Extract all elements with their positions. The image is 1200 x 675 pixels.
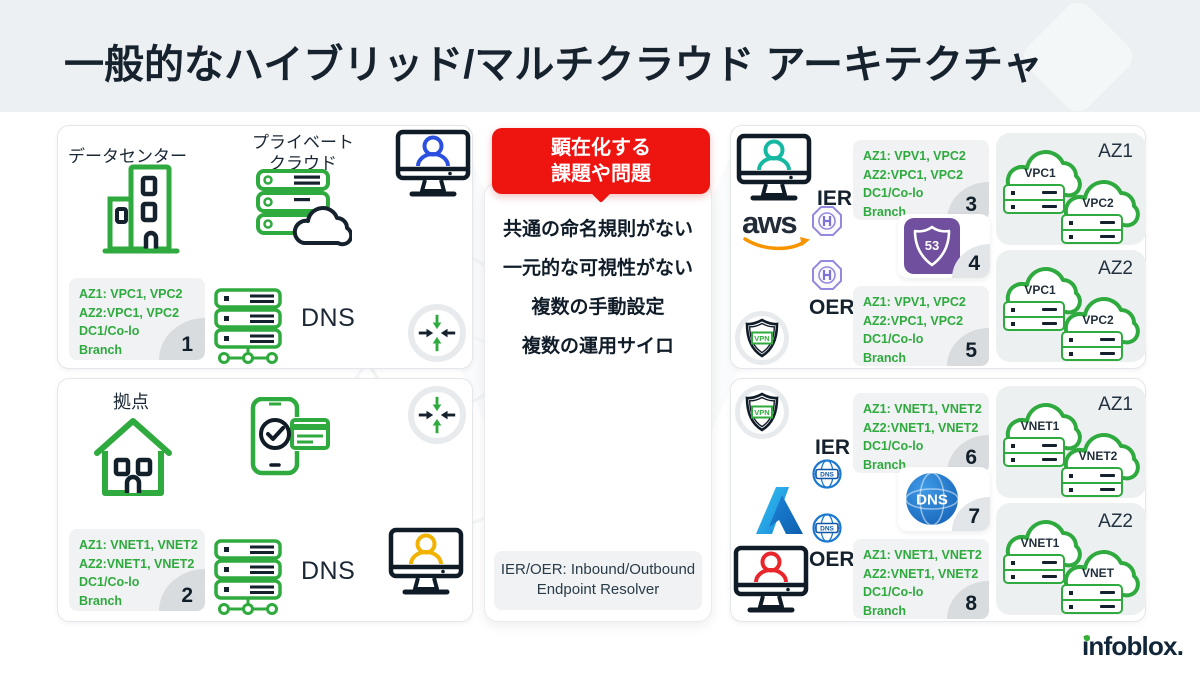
network-info-box-6: AZ1: VNET1, VNET2 AZ2:VNET1, VNET2 DC1/C… (853, 393, 989, 473)
building-icon (102, 164, 180, 254)
datacenter-label: データセンター (68, 147, 187, 166)
datacenter-panel: データセンター プライベート クラウド (57, 125, 473, 369)
branch-label: 拠点 (113, 392, 149, 412)
server-chip (1003, 184, 1065, 214)
dns-server-icon (214, 539, 282, 615)
server-chip (1003, 301, 1065, 331)
monitor-user-teal-icon (736, 133, 812, 201)
vnet-cloud: VNET (1058, 543, 1142, 615)
ier-label: IER (817, 187, 853, 210)
house-icon (94, 418, 172, 496)
issues-card (484, 182, 712, 622)
ier-label: IER (815, 436, 851, 459)
vpn-shield-icon: VPN (735, 311, 789, 365)
dns-label: DNS (301, 304, 356, 332)
server-chip (1061, 331, 1123, 361)
issues-list: 共通の命名規則がない 一元的な可視性がない 複数の手動設定 複数の運用サイロ (484, 210, 712, 366)
header-band: 一般的なハイブリッド/マルチクラウド アーキテクチャ (0, 0, 1200, 112)
azure-az1-box: AZ1 VNET1 VNET2 (996, 386, 1146, 498)
svg-text:DNS: DNS (916, 492, 948, 509)
issue-item: 一元的な可視性がない (502, 258, 693, 279)
monitor-user-red-icon (733, 545, 809, 613)
server-chip (1003, 554, 1065, 584)
ier-oer-footnote: IER/OER: Inbound/Outbound Endpoint Resol… (494, 551, 702, 610)
route53-card: 53 4 (898, 214, 990, 278)
dns-server-icon (214, 288, 282, 364)
traffic-converge-icon (408, 386, 466, 444)
mobile-payment-icon (250, 397, 331, 476)
svg-text:DNS: DNS (820, 526, 834, 533)
monitor-user-blue-icon (395, 129, 471, 197)
route53-icon: 53 (904, 218, 960, 274)
azure-panel: VPN IER DNS DNS OE (730, 378, 1146, 622)
vpc-cloud: VPC2 (1058, 173, 1142, 245)
vnet-cloud: VNET2 (1058, 426, 1142, 498)
resolver-endpoint-icon (812, 260, 842, 290)
page-title: 一般的なハイブリッド/マルチクラウド アーキテクチャ (64, 43, 1043, 87)
vpc-cloud: VPC1 (1000, 143, 1084, 235)
dns-globe-icon: DNS (812, 459, 842, 489)
vnet-cloud: VNET1 (1000, 513, 1084, 605)
network-info-box-8: AZ1: VNET1, VNET2 AZ2:VNET1, VNET2 DC1/C… (853, 539, 989, 619)
issue-item: 共通の命名規則がない (502, 219, 693, 240)
monitor-user-yellow-icon (388, 527, 464, 595)
private-cloud-servers-icon (256, 169, 352, 247)
private-cloud-label: プライベート クラウド (252, 133, 354, 174)
azure-logo (756, 487, 803, 534)
server-chip (1061, 467, 1123, 497)
svg-text:VPN: VPN (754, 408, 769, 417)
aws-logo: aws (742, 207, 816, 259)
dns-globe-icon: DNS (812, 513, 842, 543)
dns-label: DNS (301, 557, 356, 585)
svg-text:DNS: DNS (820, 472, 834, 479)
network-info-box-2: AZ1: VNET1, VNET2 AZ2:VNET1, VNET2 DC1/C… (69, 529, 205, 611)
vpc-cloud: VPC1 (1000, 260, 1084, 352)
server-chip (1003, 437, 1065, 467)
resolver-endpoint-icon (812, 206, 842, 236)
aws-az2-box: AZ2 VPC1 VPC2 (996, 250, 1146, 362)
server-chip (1061, 584, 1123, 614)
svg-text:VPN: VPN (754, 334, 769, 343)
infoblox-green-dot (1084, 635, 1090, 641)
server-chip (1061, 214, 1123, 244)
oer-label: OER (809, 548, 855, 571)
network-info-box-3: AZ1: VPV1, VPC2 AZ2:VPC1, VPC2 DC1/Co-lo… (853, 140, 989, 220)
issues-badge: 顕在化する 課題や問題 (492, 128, 710, 194)
dns-globe-large-icon: DNS (905, 472, 959, 526)
traffic-converge-icon (408, 304, 466, 362)
branch-panel: 拠点 (57, 378, 473, 622)
dns-card: DNS 7 (898, 467, 990, 531)
oer-label: OER (809, 296, 855, 319)
vnet-cloud: VNET1 (1000, 396, 1084, 488)
issue-item: 複数の手動設定 (531, 297, 665, 318)
aws-panel: IER aws OER (730, 125, 1146, 369)
network-info-box-5: AZ1: VPV1, VPC2 AZ2:VPC1, VPC2 DC1/Co-lo… (853, 286, 989, 366)
infoblox-logo: infoblox. (1082, 631, 1184, 661)
aws-az1-box: AZ1 VPC1 VPC2 (996, 133, 1146, 245)
azure-az2-box: AZ2 VNET1 VNET (996, 503, 1146, 615)
issue-item: 複数の運用サイロ (521, 336, 674, 357)
network-info-box-1: AZ1: VPC1, VPC2 AZ2:VPC1, VPC2 DC1/Co-lo… (69, 278, 205, 360)
svg-text:53: 53 (925, 238, 939, 253)
vpn-shield-icon: VPN (735, 385, 789, 439)
vpc-cloud: VPC2 (1058, 290, 1142, 362)
